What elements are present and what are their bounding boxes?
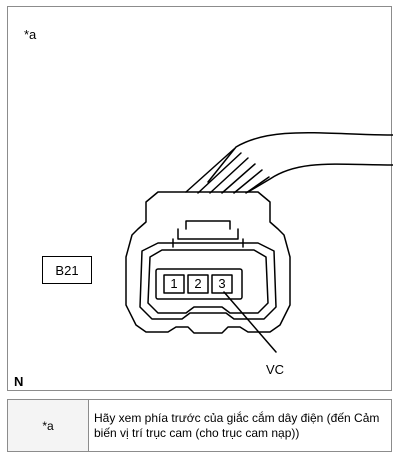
connector-body <box>125 191 291 334</box>
connector-diagram: *a B21 1 2 3 VC N <box>7 6 393 391</box>
legend-description: Hãy xem phía trước của giắc cắm dây điện… <box>88 399 392 452</box>
connector-code-label: B21 <box>42 256 92 284</box>
connector-illustration <box>125 131 393 353</box>
callout-label: *a <box>24 27 37 42</box>
pin-2-cell <box>187 274 209 294</box>
vc-leader-line <box>223 291 277 353</box>
pin-3-label: 3 <box>218 276 226 291</box>
pin-1-label: 1 <box>170 276 178 291</box>
wire-harness <box>207 131 393 183</box>
legend-key: *a <box>7 399 89 452</box>
pin-1-cell <box>163 274 185 294</box>
terminal-label-vc: VC <box>266 362 285 377</box>
orientation-label: N <box>14 374 24 389</box>
pin-3-cell <box>211 274 233 294</box>
legend-row: *a Hãy xem phía trước của giắc cắm dây đ… <box>7 399 392 452</box>
legend-table: *a Hãy xem phía trước của giắc cắm dây đ… <box>7 399 392 452</box>
pin-2-label: 2 <box>194 276 202 291</box>
